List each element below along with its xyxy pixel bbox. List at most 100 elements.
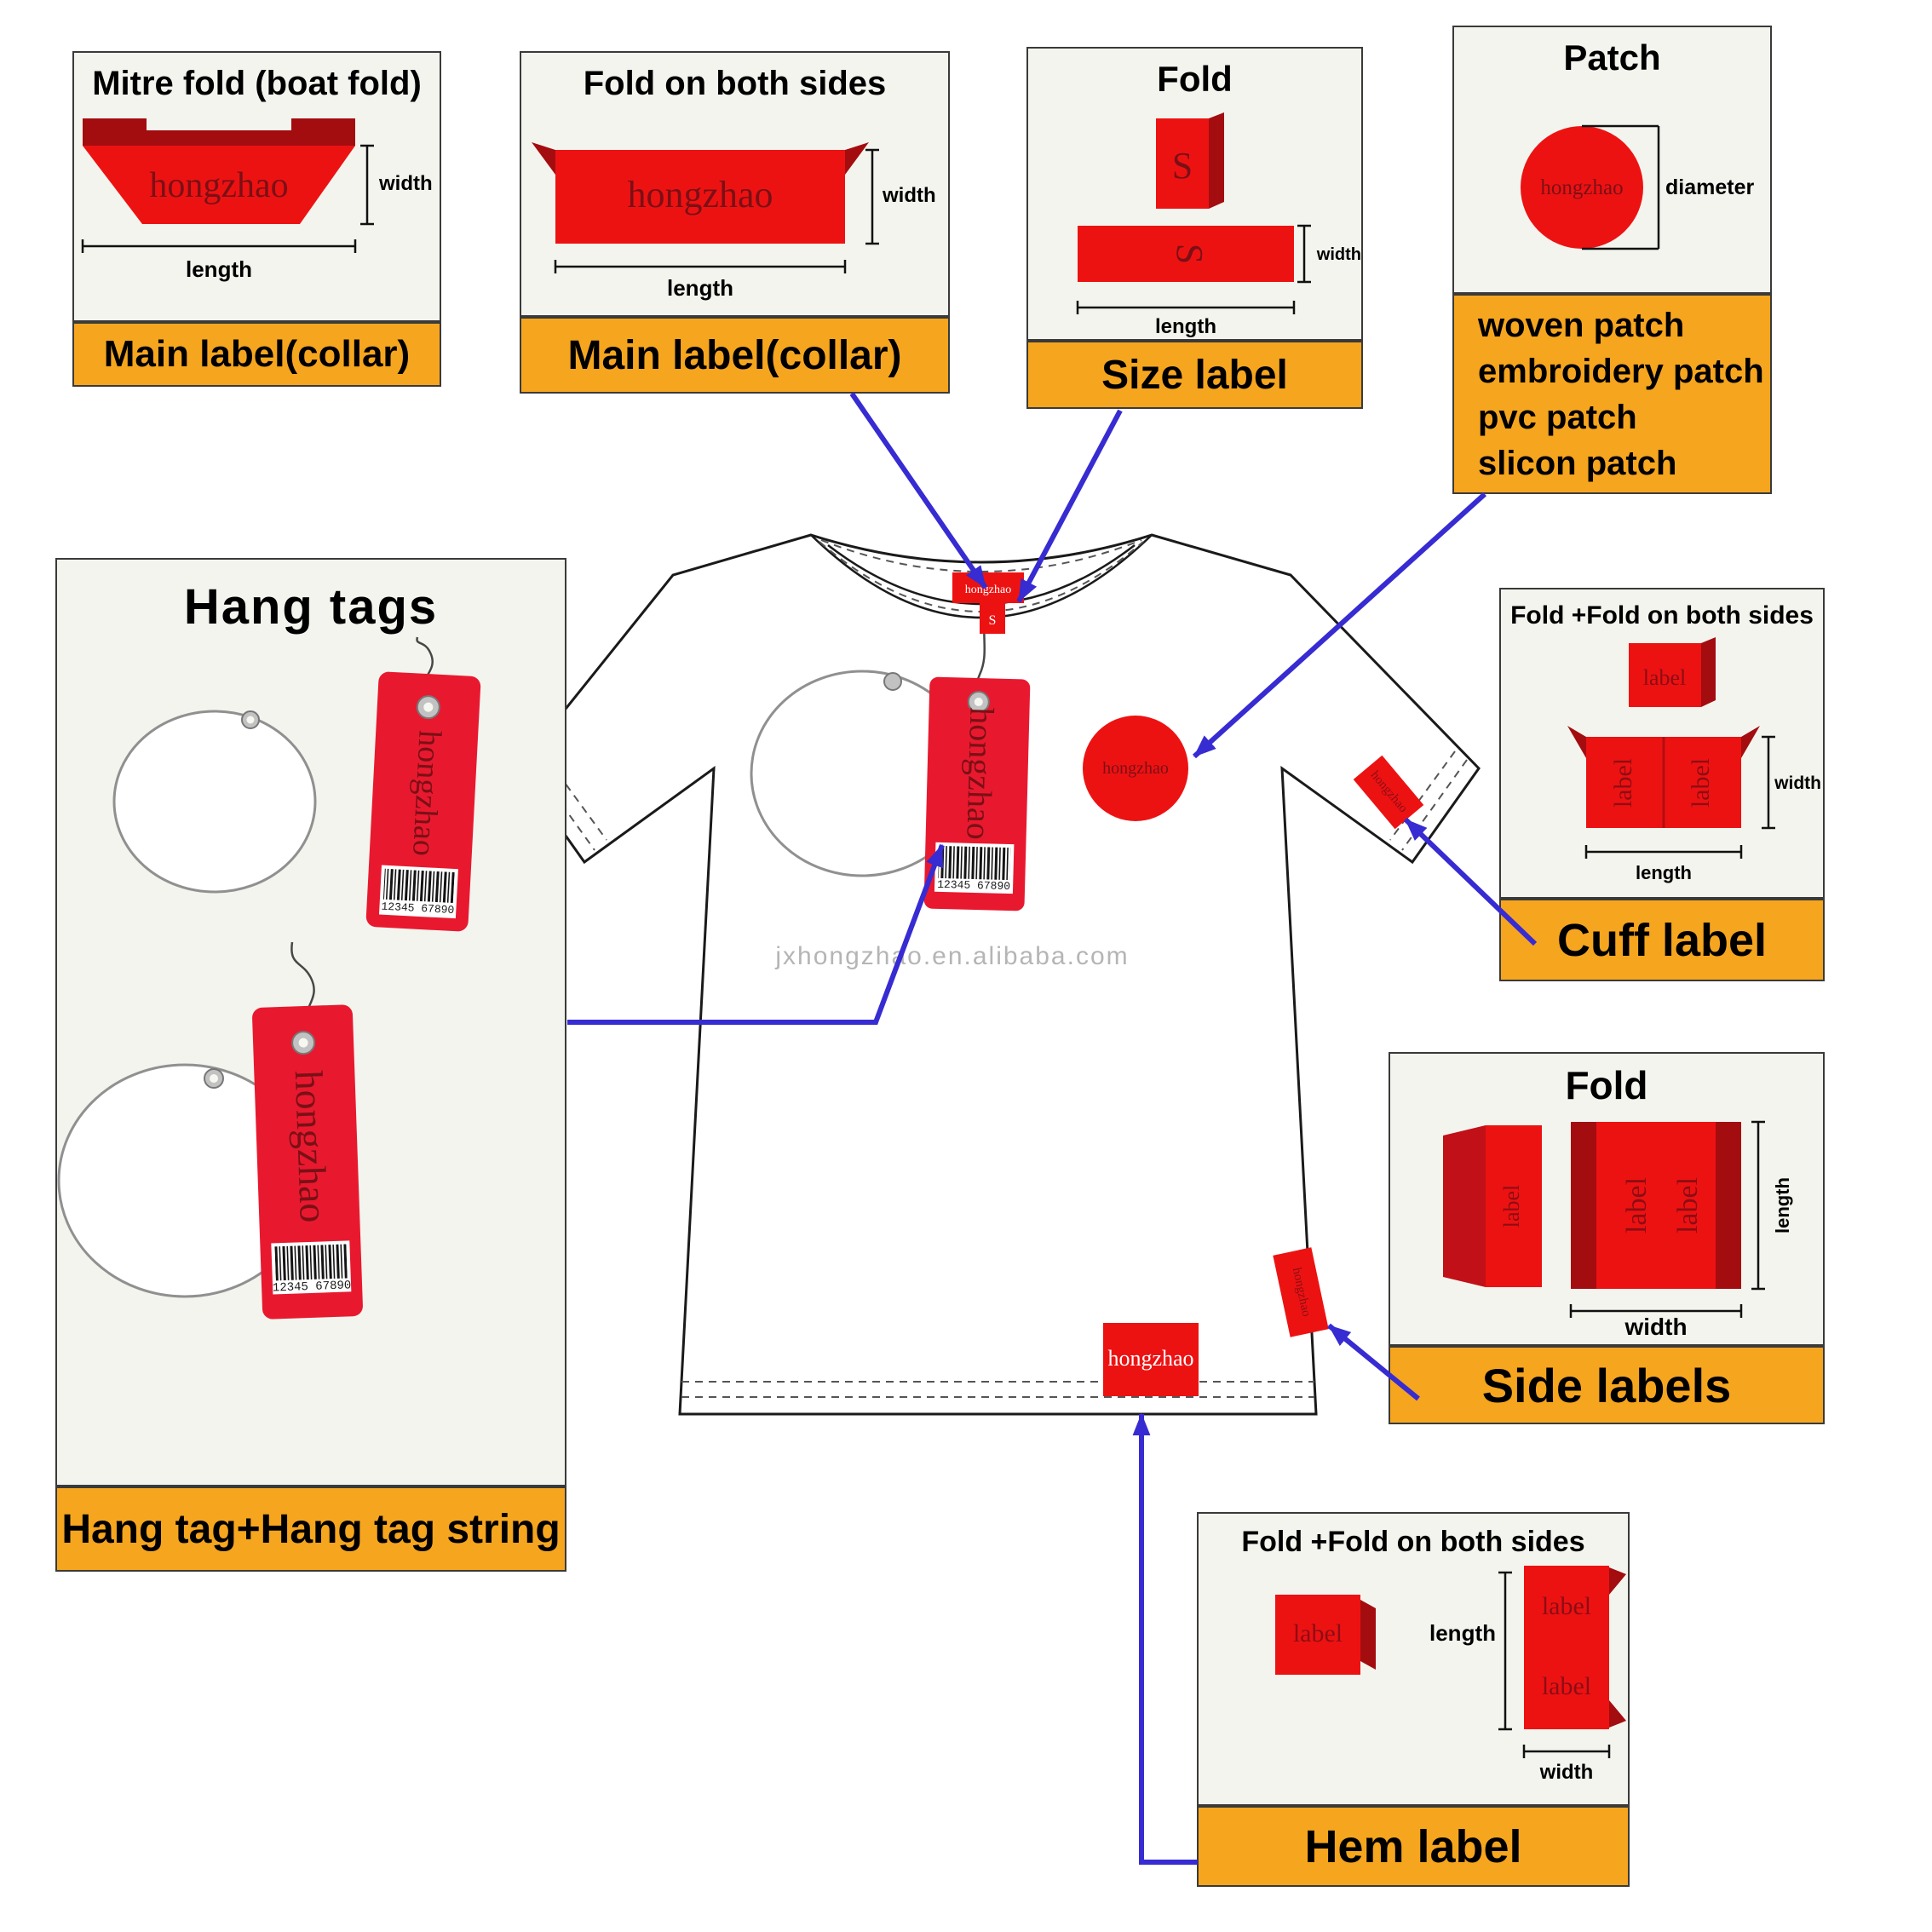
panel-size-label: Fold S S width length — [1026, 47, 1363, 341]
cuff-main-right-flap — [1741, 726, 1760, 758]
caption-hang-tag-string: Hang tag+Hang tag string — [55, 1486, 566, 1572]
shirt-chest-patch: hongzhao — [1083, 716, 1188, 821]
side-main-left-fold — [1571, 1122, 1596, 1289]
panel-side-labels: Fold label label label length width — [1389, 1052, 1825, 1346]
fold-both-brand-text: hongzhao — [627, 174, 773, 216]
hem-length-dimension — [1498, 1571, 1512, 1731]
cuff-length-dimension — [1584, 845, 1743, 859]
panel-side-title: Fold — [1565, 1063, 1648, 1107]
hem-width-dimension — [1522, 1745, 1611, 1758]
hem-tall-label-text-2: label — [1542, 1672, 1591, 1700]
side-width-dimension — [1569, 1304, 1743, 1318]
fold-both-label-body — [555, 150, 845, 244]
mitre-length-label: length — [186, 256, 252, 282]
shirt-chest-patch-text: hongzhao — [1102, 759, 1169, 778]
fold-both-width-dimension — [865, 148, 879, 245]
panel-hang-title: Hang tags — [183, 579, 439, 635]
hem-small-flap — [1360, 1600, 1376, 1670]
caption-size-label: Size label — [1026, 341, 1363, 409]
size-letter-horizontal: S — [1169, 244, 1210, 264]
hang-tag-1-brand: hongzhao — [405, 729, 448, 857]
panel-fold-both-sides: Fold on both sides hongzhao width length — [520, 51, 950, 317]
panel-hem-title: Fold +Fold on both sides — [1241, 1526, 1585, 1558]
size-length-label: length — [1155, 315, 1216, 338]
side-main-label — [1571, 1122, 1741, 1289]
patch-brand-text: hongzhao — [1540, 176, 1623, 199]
caption-side-labels: Side labels — [1389, 1346, 1825, 1424]
patch-diameter-label: diameter — [1665, 175, 1754, 199]
panel-cuff-label: Fold +Fold on both sides label label lab… — [1499, 588, 1825, 899]
fold-both-illustration: hongzhao width length — [532, 142, 936, 301]
patch-type-embroidery: embroidery patch — [1478, 352, 1764, 390]
hang-tag-1-barcode-digits: 12345 67890 — [381, 900, 454, 917]
panel-patch-title: Patch — [1563, 37, 1661, 78]
hang-tag-1: hongzhao 12345 67890 — [365, 671, 481, 932]
cuff-width-label: width — [1774, 773, 1821, 793]
fold-both-left-flap — [532, 142, 555, 175]
mitre-brand-text: hongzhao — [149, 166, 288, 205]
patch-illustration: hongzhao diameter — [1521, 124, 1754, 250]
shirt-circle-tag-eyelet — [883, 672, 902, 691]
hang-tag-2-barcode — [274, 1244, 348, 1281]
hang-circle-tag-1 — [112, 710, 317, 894]
patch-type-woven: woven patch — [1478, 306, 1685, 344]
side-main-label-text-1: label — [1621, 1177, 1653, 1233]
cuff-width-dimension — [1762, 735, 1775, 830]
shirt-size-tab — [980, 603, 1005, 634]
hang-tag-2-barcode-digits: 12345 67890 — [273, 1279, 352, 1295]
hem-tall-bottom-flap — [1609, 1700, 1626, 1728]
shirt-hang-tag: hongzhao 12345 67890 — [923, 676, 1031, 911]
hang-tag-1-barcode — [382, 868, 455, 903]
size-length-dimension — [1076, 301, 1296, 314]
mitre-right-tab — [291, 118, 355, 146]
hem-tall-label — [1524, 1566, 1609, 1729]
patch-types-block: woven patch embroidery patch pvc patch s… — [1452, 294, 1772, 494]
side-folded-leaf-2 — [1486, 1125, 1542, 1287]
size-vertical-label — [1156, 118, 1209, 209]
caption-main-label-collar-1: Main label(collar) — [72, 322, 441, 387]
mitre-label-body — [83, 146, 355, 224]
cuff-small-flap — [1701, 637, 1716, 707]
mitre-middle-strip — [147, 130, 291, 146]
shirt-cuff-label: hongzhao — [1353, 755, 1424, 830]
cuff-main-left-flap — [1567, 726, 1586, 758]
mitre-fold-illustration: hongzhao width length — [81, 118, 433, 282]
patch-type-silicon: slicon patch — [1478, 444, 1677, 482]
cuff-main-label-text-1: label — [1609, 758, 1637, 808]
side-length-label: length — [1772, 1177, 1793, 1233]
patch-type-pvc: pvc patch — [1478, 398, 1637, 436]
patch-diameter-dimension — [1582, 124, 1660, 250]
watermark-text: jxhongzhao.en.alibaba.com — [774, 942, 1129, 970]
panel-fold-both-title: Fold on both sides — [583, 65, 887, 102]
side-width-label: width — [1624, 1314, 1687, 1340]
cuff-small-label-text: label — [1643, 665, 1687, 690]
hem-small-label — [1275, 1595, 1360, 1675]
size-letter-vertical: S — [1172, 145, 1193, 187]
side-folded-label-text: label — [1499, 1185, 1524, 1228]
mitre-width-label: width — [378, 172, 433, 195]
side-labels-illustration: label label label length width — [1443, 1120, 1793, 1340]
hem-length-label: length — [1429, 1620, 1496, 1646]
mitre-left-tab — [83, 118, 147, 146]
shirt-collar-label-text: hongzhao — [965, 584, 1011, 596]
panel-cuff-title: Fold +Fold on both sides — [1510, 601, 1814, 630]
mitre-width-dimension — [360, 144, 374, 226]
size-fold-flap — [1209, 112, 1224, 209]
patch-circle — [1521, 126, 1643, 249]
shirt-hang-tag-barcode-digits: 12345 67890 — [937, 878, 1010, 893]
shirt-hang-tag-barcode — [938, 845, 1011, 881]
caption-main-label-collar-2: Main label(collar) — [520, 317, 950, 394]
fold-both-length-label: length — [667, 275, 733, 301]
panel-mitre-title: Mitre fold (boat fold) — [92, 65, 422, 102]
hem-tall-top-flap — [1609, 1567, 1626, 1595]
hang-tag-2: hongzhao 12345 67890 — [252, 1004, 363, 1320]
cuff-small-label — [1629, 643, 1701, 707]
fold-both-width-label: width — [882, 184, 936, 207]
shirt-size-tab-text: S — [989, 613, 997, 628]
hem-tall-label-text-1: label — [1542, 1592, 1591, 1620]
hang-tags-illustration: hongzhao 12345 67890 hongzhao 12345 6789… — [57, 636, 481, 1320]
side-length-dimension — [1751, 1120, 1765, 1291]
panel-size-title: Fold — [1157, 59, 1233, 99]
shirt-hem-label: hongzhao — [1103, 1323, 1199, 1396]
side-folded-leaf-1 — [1443, 1125, 1486, 1287]
